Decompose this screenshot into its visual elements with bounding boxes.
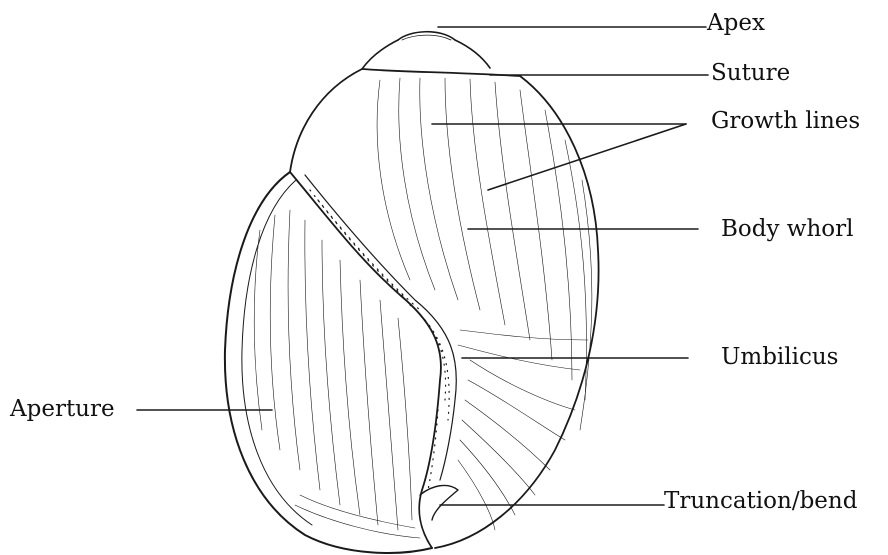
apex-cap [398, 32, 455, 40]
aperture-hatching [254, 210, 420, 538]
label-suture: Suture [711, 62, 790, 85]
leader-lines [137, 27, 708, 505]
label-growth-lines: Growth lines [711, 110, 860, 133]
callus-stipple [310, 190, 449, 490]
label-apex: Apex [707, 12, 765, 35]
aperture-outer-lip [225, 172, 432, 553]
label-aperture: Aperture [10, 398, 115, 421]
spire-whorl [362, 40, 490, 69]
inner-lip [290, 172, 441, 548]
label-truncation-bend: Truncation/bend [664, 490, 857, 513]
label-umbilicus: Umbilicus [721, 346, 838, 369]
label-body-whorl: Body whorl [721, 218, 853, 241]
truncation-bend [420, 485, 458, 520]
